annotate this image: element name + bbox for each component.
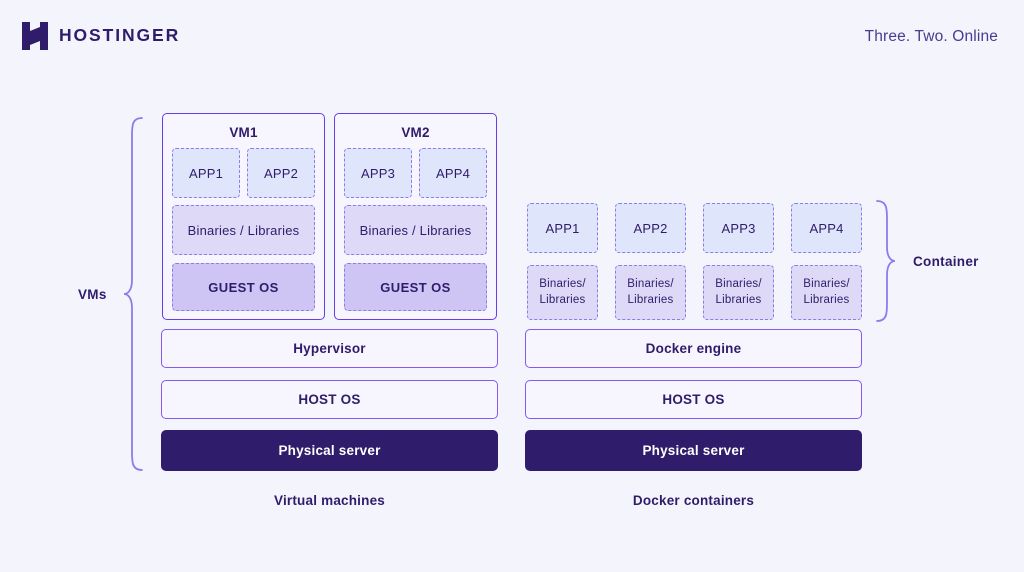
vm-physical-server-bar: Physical server bbox=[161, 430, 498, 471]
vms-brace bbox=[122, 116, 144, 472]
binaries-line-1: Binaries/ bbox=[539, 277, 586, 290]
vm2-app-box-2: APP4 bbox=[419, 148, 487, 198]
container-app-box-3: APP3 bbox=[703, 203, 774, 253]
virtual-machines-caption: Virtual machines bbox=[274, 493, 385, 508]
container-app-box-2: APP2 bbox=[615, 203, 686, 253]
container-binaries-box-1: Binaries/ Libraries bbox=[527, 265, 598, 320]
vms-group-label: VMs bbox=[78, 287, 107, 302]
brand-name: HOSTINGER bbox=[59, 25, 181, 46]
tagline: Three. Two. Online bbox=[864, 28, 998, 45]
vm2-binaries-box: Binaries / Libraries bbox=[344, 205, 487, 255]
vm2-app-box-1: APP3 bbox=[344, 148, 412, 198]
hypervisor-bar: Hypervisor bbox=[161, 329, 498, 368]
binaries-line-2: Libraries bbox=[539, 293, 586, 306]
vm1-binaries-box: Binaries / Libraries bbox=[172, 205, 315, 255]
docker-containers-caption: Docker containers bbox=[632, 493, 755, 508]
container-binaries-box-3: Binaries/ Libraries bbox=[703, 265, 774, 320]
vm1-app-box-2: APP2 bbox=[247, 148, 315, 198]
hostinger-h-logo-icon bbox=[22, 22, 48, 50]
binaries-line-1: Binaries/ bbox=[715, 277, 762, 290]
vm1-guest-os-box: GUEST OS bbox=[172, 263, 315, 311]
vm2-guest-os-box: GUEST OS bbox=[344, 263, 487, 311]
vm-title: VM2 bbox=[401, 125, 430, 140]
vm-title: VM1 bbox=[229, 125, 258, 140]
brand-logo: HOSTINGER bbox=[22, 22, 180, 50]
binaries-line-2: Libraries bbox=[803, 293, 850, 306]
binaries-line-1: Binaries/ bbox=[803, 277, 850, 290]
container-brace bbox=[875, 199, 897, 323]
vm1-app-box-1: APP1 bbox=[172, 148, 240, 198]
binaries-line-2: Libraries bbox=[627, 293, 674, 306]
docker-engine-bar: Docker engine bbox=[525, 329, 862, 368]
container-binaries-box-4: Binaries/ Libraries bbox=[791, 265, 862, 320]
binaries-line-2: Libraries bbox=[715, 293, 762, 306]
container-binaries-box-2: Binaries/ Libraries bbox=[615, 265, 686, 320]
binaries-line-1: Binaries/ bbox=[627, 277, 674, 290]
container-host-os-bar: HOST OS bbox=[525, 380, 862, 419]
container-physical-server-bar: Physical server bbox=[525, 430, 862, 471]
container-group-label: Container bbox=[913, 254, 979, 269]
container-app-box-4: APP4 bbox=[791, 203, 862, 253]
vm-host-os-bar: HOST OS bbox=[161, 380, 498, 419]
container-app-box-1: APP1 bbox=[527, 203, 598, 253]
